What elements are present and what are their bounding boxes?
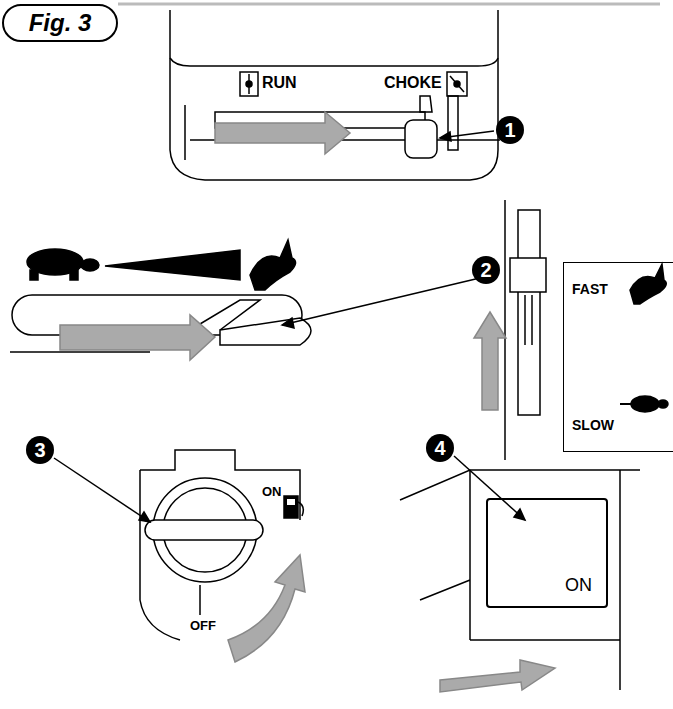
node-text: SLOW	[572, 417, 673, 433]
node-text: Fig. 3	[29, 9, 92, 37]
run-label: RUN	[262, 74, 297, 92]
callout-number: 3	[26, 436, 54, 464]
rocker-switch: ON	[486, 498, 608, 608]
choke-label: CHOKE	[384, 74, 442, 92]
speed-panel: FAST SLOW	[563, 262, 673, 452]
fuel-on-label: ON	[262, 484, 282, 499]
node-text: FAST	[572, 281, 673, 297]
node-text: ON	[565, 575, 592, 596]
callout-number: 1	[496, 116, 524, 144]
callout-number: 2	[472, 256, 500, 284]
figure-tab: Fig. 3	[2, 4, 118, 42]
callout-number: 4	[426, 434, 454, 462]
fuel-off-label: OFF	[190, 618, 216, 633]
